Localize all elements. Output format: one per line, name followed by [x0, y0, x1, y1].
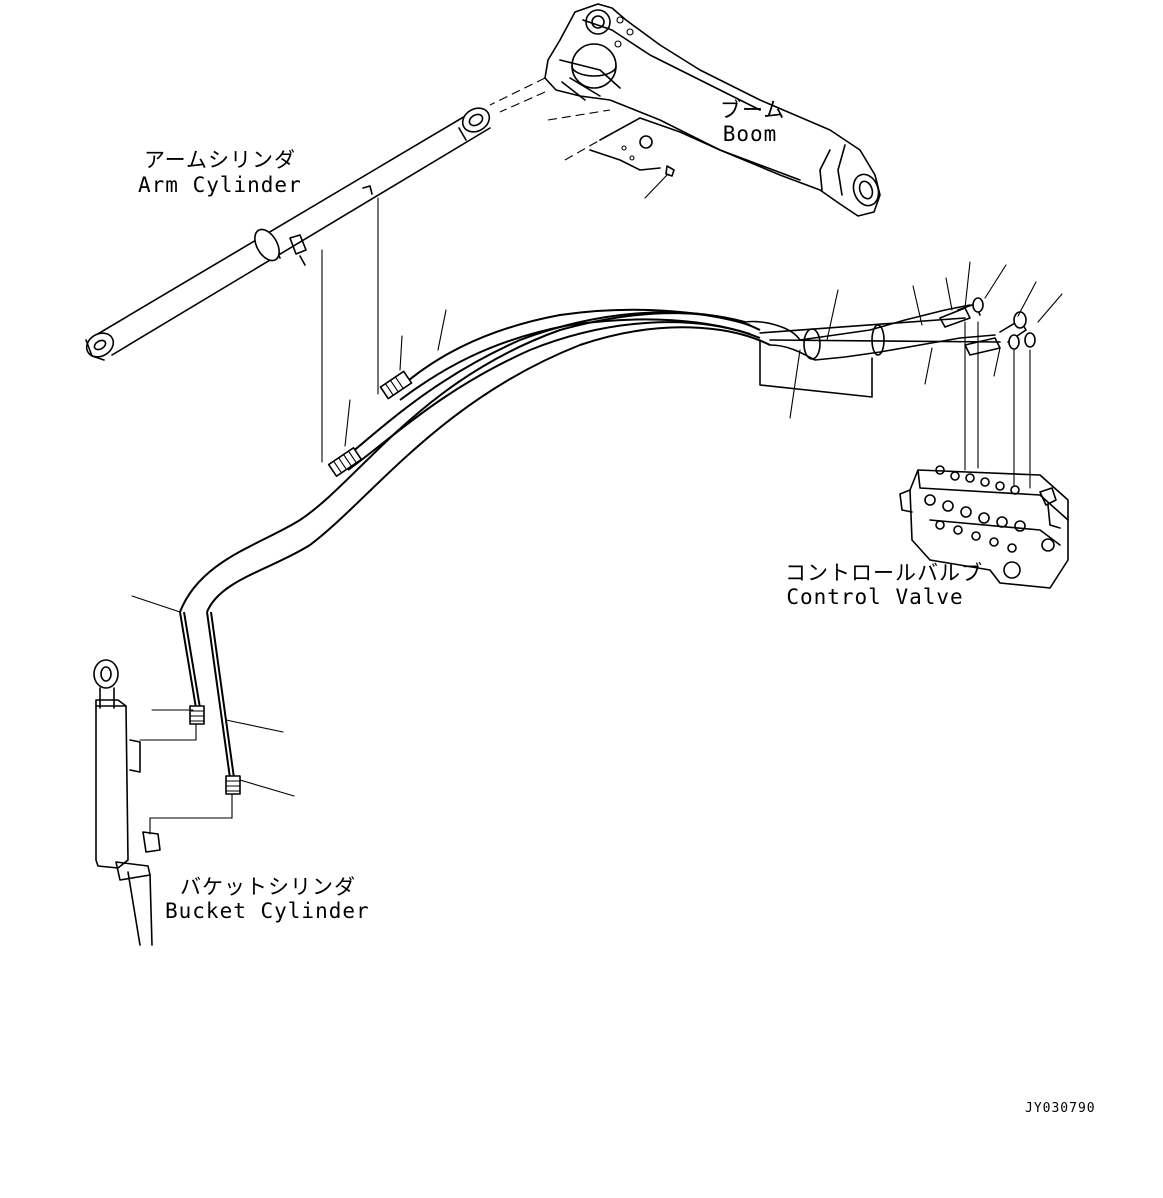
arm-cylinder-label-jp: アームシリンダ: [143, 148, 297, 172]
valve-leader-lines: [964, 321, 1031, 489]
bucket-cylinder-label-en: Bucket Cylinder: [165, 899, 370, 923]
boom-label-jp: ブーム: [720, 98, 786, 122]
drawing-code: JY030790: [1025, 1101, 1096, 1116]
callout-leaders: [131, 261, 1063, 797]
arm-cylinder: [85, 107, 491, 463]
hose-clamp: [744, 297, 1036, 419]
control-valve-label-en: Control Valve: [786, 585, 964, 609]
bucket-cylinder: [93, 659, 233, 946]
control-valve-label-jp: コントロールバルブ: [785, 561, 983, 585]
boom-label-en: Boom: [722, 122, 778, 146]
hose-bundle: [179, 308, 771, 795]
control-valve: [899, 465, 1069, 589]
arm-cylinder-label-en: Arm Cylinder: [138, 173, 302, 197]
bucket-cylinder-label-jp: バケットシリンダ: [180, 875, 356, 899]
boom: [489, 3, 881, 217]
